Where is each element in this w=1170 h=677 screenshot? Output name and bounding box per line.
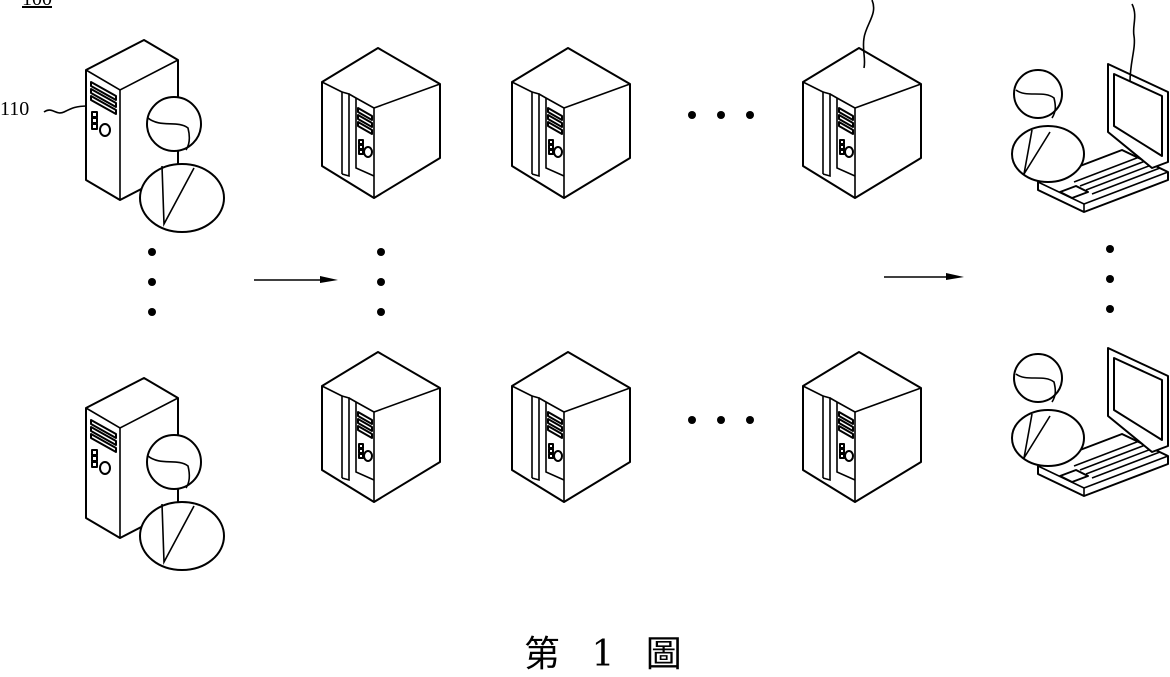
server-c1-bottom xyxy=(321,351,441,503)
ellipsis-dot xyxy=(377,248,385,256)
horizontal-ellipsis-bottom xyxy=(688,416,754,424)
leader-line-laptop xyxy=(1120,0,1150,90)
ellipsis-dot xyxy=(148,278,156,286)
server-c2-top xyxy=(511,47,631,199)
ellipsis-dot xyxy=(746,416,754,424)
tower-with-user-icon xyxy=(85,39,225,233)
ellipsis-dot xyxy=(377,278,385,286)
server-c2-bottom xyxy=(511,351,631,503)
figure-caption: 第 1 圖 xyxy=(524,634,692,675)
vertical-ellipsis-col2 xyxy=(377,248,385,316)
ellipsis-dot xyxy=(717,111,725,119)
server-block-icon xyxy=(321,351,441,503)
ellipsis-dot xyxy=(377,308,385,316)
arrow-nodes-to-clients xyxy=(884,273,964,280)
vertical-ellipsis-col5 xyxy=(1106,245,1114,313)
ref-numeral-100: 100 xyxy=(22,0,52,11)
ref-numeral-110: 110 xyxy=(0,98,30,120)
server-cn-bottom xyxy=(802,351,922,503)
server-block-icon xyxy=(511,47,631,199)
ellipsis-dot xyxy=(717,416,725,424)
vertical-ellipsis-col1 xyxy=(148,248,156,316)
ellipsis-dot xyxy=(148,248,156,256)
ellipsis-dot xyxy=(1106,275,1114,283)
arrowhead-icon xyxy=(946,273,964,280)
arrowhead-icon xyxy=(320,276,338,283)
laptop-with-user-icon xyxy=(1011,347,1169,497)
server-c1-top xyxy=(321,47,441,199)
ellipsis-dot xyxy=(746,111,754,119)
server-block-icon xyxy=(511,351,631,503)
server-block-icon xyxy=(321,47,441,199)
leader-line-server-cn xyxy=(850,0,880,70)
server-block-icon xyxy=(802,47,922,199)
ellipsis-dot xyxy=(148,308,156,316)
ellipsis-dot xyxy=(688,416,696,424)
ellipsis-dot xyxy=(1106,305,1114,313)
server-block-icon xyxy=(802,351,922,503)
ellipsis-dot xyxy=(1106,245,1114,253)
arrow-left-to-nodes xyxy=(254,276,338,283)
server-cn-top xyxy=(802,47,922,199)
leader-line-110 xyxy=(44,100,94,120)
laptop-user-bottom xyxy=(1011,347,1169,497)
user-server-top xyxy=(85,39,225,233)
ellipsis-dot xyxy=(688,111,696,119)
horizontal-ellipsis-top xyxy=(688,111,754,119)
user-server-bottom xyxy=(85,377,225,571)
tower-with-user-icon xyxy=(85,377,225,571)
